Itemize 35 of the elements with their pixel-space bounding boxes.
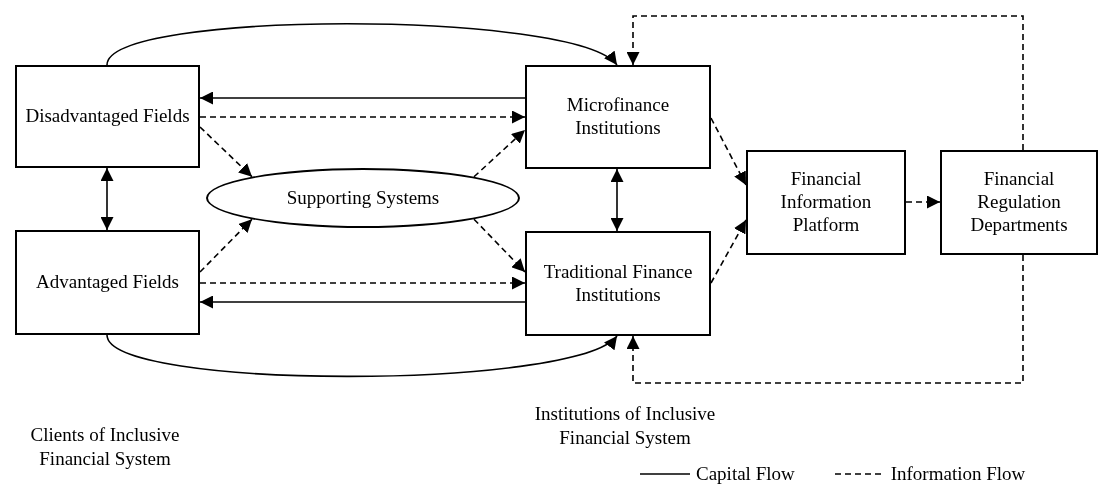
dashed-arrow bbox=[473, 218, 526, 273]
node-label: Supporting Systems bbox=[285, 186, 441, 210]
arrow bbox=[199, 295, 526, 309]
process-box bbox=[525, 231, 711, 336]
arrow bbox=[106, 334, 618, 378]
dashed-arrow bbox=[626, 15, 1024, 151]
legend-label: Information Flow bbox=[890, 463, 1026, 485]
group-label: Institutions of Inclusive Financial System bbox=[533, 402, 717, 450]
group-label: Clients of Inclusive Financial System bbox=[29, 423, 181, 471]
dashed-arrow bbox=[710, 219, 747, 284]
process-box bbox=[525, 65, 711, 169]
process-box bbox=[15, 230, 200, 335]
node-label: Microfinance Institutions bbox=[565, 94, 671, 140]
legend-label: Capital Flow bbox=[696, 463, 795, 485]
node-label: Financial Regulation Departments bbox=[969, 168, 1069, 237]
dashed-arrow bbox=[905, 195, 941, 209]
node-label: Disadvantaged Fields bbox=[24, 105, 191, 128]
node-label: Advantaged Fields bbox=[35, 271, 180, 294]
arrow bbox=[610, 168, 624, 232]
dashed-arrow bbox=[199, 110, 526, 124]
dashed-arrow bbox=[199, 126, 253, 178]
dashed-arrow bbox=[199, 218, 253, 273]
arrow bbox=[100, 167, 114, 231]
arrow bbox=[199, 91, 526, 105]
dashed-arrow bbox=[473, 129, 526, 178]
dashed-arrow bbox=[710, 117, 747, 186]
node-label: Financial Information Platform bbox=[779, 168, 873, 237]
arrow bbox=[106, 22, 618, 66]
dashed-arrow bbox=[626, 254, 1024, 384]
process-box bbox=[940, 150, 1098, 255]
process-box bbox=[15, 65, 200, 168]
oval-node bbox=[206, 168, 520, 228]
process-box bbox=[746, 150, 906, 255]
node-label: Traditional Finance Institutions bbox=[542, 260, 694, 307]
dashed-arrow bbox=[199, 276, 526, 290]
